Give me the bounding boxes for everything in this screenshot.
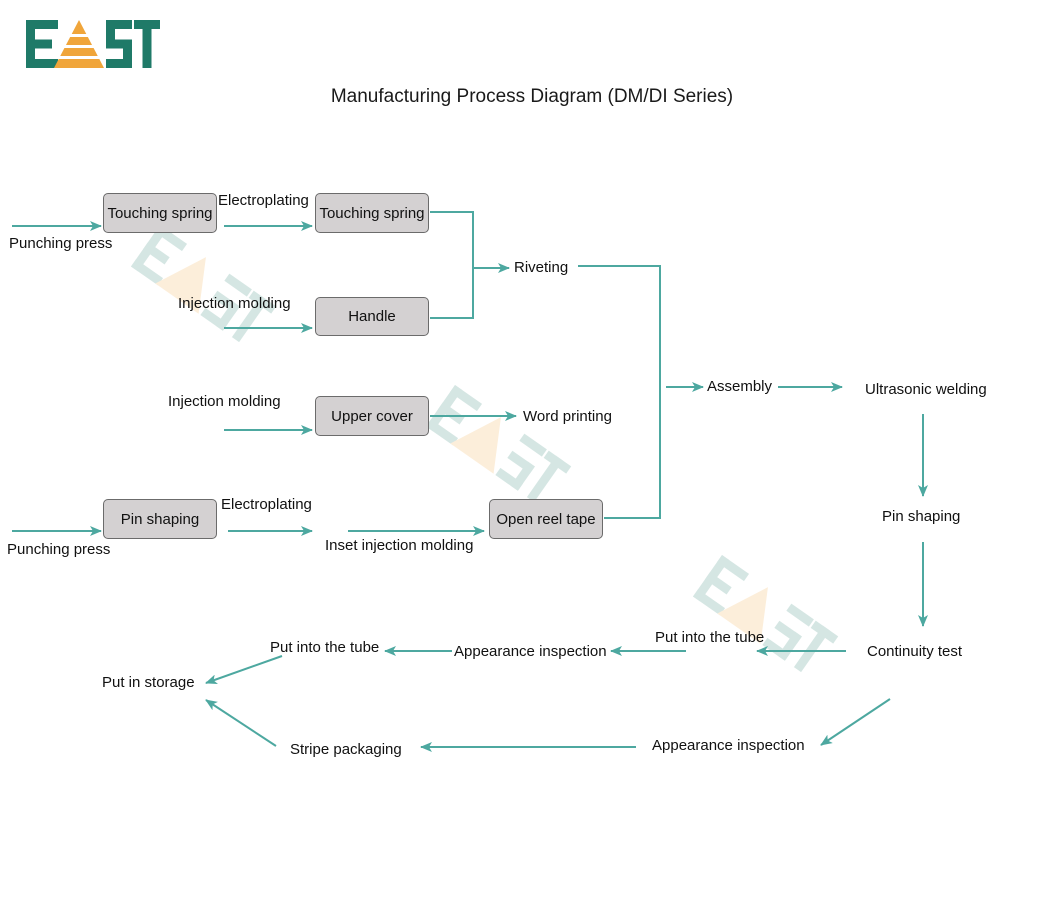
label-put-into-tube-2: Put into the tube xyxy=(270,639,380,656)
page-title: Manufacturing Process Diagram (DM/DI Ser… xyxy=(330,86,734,107)
label-pin-shaping: Pin shaping xyxy=(882,508,961,525)
label-injection-molding-1: Injection molding xyxy=(178,295,291,312)
label-inset-injection-molding: Inset injection molding xyxy=(325,537,474,554)
label-riveting: Riveting xyxy=(514,259,569,276)
watermark-logo-2 xyxy=(425,385,572,503)
watermark-logo-3 xyxy=(692,555,839,673)
label-punching-press-2: Punching press xyxy=(7,541,111,558)
label-assembly: Assembly xyxy=(707,378,773,395)
box-touching-spring-2: Touching spring xyxy=(315,193,429,233)
arrow-tube-to-storage xyxy=(205,655,283,685)
arrow-packaging-to-storage xyxy=(205,699,277,747)
label-continuity-test: Continuity test xyxy=(867,643,963,660)
label-appearance-inspection-1: Appearance inspection xyxy=(454,643,607,660)
east-logo xyxy=(26,20,160,68)
label-put-in-storage: Put in storage xyxy=(102,674,195,691)
box-handle: Handle xyxy=(315,297,429,336)
label-put-into-tube-1: Put into the tube xyxy=(655,629,765,646)
label-ultrasonic-welding: Ultrasonic welding xyxy=(865,381,987,398)
label-punching-press-1: Punching press xyxy=(9,235,113,252)
connector-riveting-assembly xyxy=(578,265,661,519)
label-appearance-inspection-2: Appearance inspection xyxy=(652,737,805,754)
box-pin-shaping: Pin shaping xyxy=(103,499,217,539)
label-injection-molding-2: Injection molding xyxy=(168,393,281,410)
label-word-printing: Word printing xyxy=(523,408,612,425)
connector-spring-riveting xyxy=(430,211,474,319)
box-touching-spring-1: Touching spring xyxy=(103,193,217,233)
label-stripe-packaging: Stripe packaging xyxy=(290,741,402,758)
box-open-reel-tape: Open reel tape xyxy=(489,499,603,539)
label-electroplating-1: Electroplating xyxy=(218,192,309,209)
box-upper-cover: Upper cover xyxy=(315,396,429,436)
arrow-continuity-to-inspection-2 xyxy=(820,698,891,746)
label-electroplating-2: Electroplating xyxy=(221,496,312,513)
watermark-logo-1 xyxy=(130,225,277,343)
